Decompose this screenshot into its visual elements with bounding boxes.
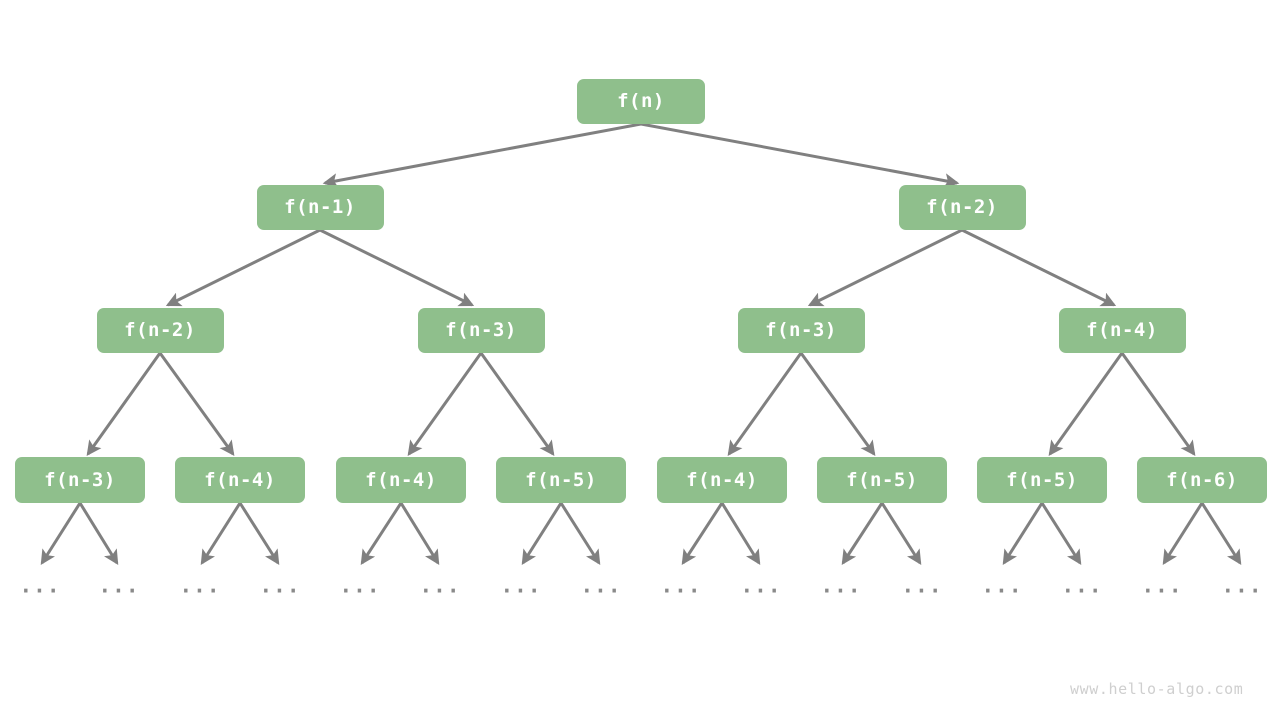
tree-node[interactable]: f(n-4) bbox=[657, 457, 787, 503]
tree-edge bbox=[86, 352, 162, 456]
tree-edge bbox=[399, 502, 440, 566]
tree-edge bbox=[727, 352, 803, 456]
ellipsis-marker: ... bbox=[820, 573, 862, 598]
tree-edge bbox=[720, 502, 761, 566]
tree-edge bbox=[807, 228, 963, 307]
tree-edge bbox=[880, 502, 922, 566]
ellipsis-marker: ... bbox=[580, 573, 622, 598]
tree-node[interactable]: f(n-5) bbox=[817, 457, 947, 503]
tree-node[interactable]: f(n-4) bbox=[175, 457, 305, 503]
ellipsis-marker: ... bbox=[419, 573, 461, 598]
tree-edge bbox=[238, 502, 280, 566]
tree-edge bbox=[319, 228, 475, 307]
tree-edge bbox=[521, 502, 563, 566]
tree-node[interactable]: f(n-2) bbox=[96, 307, 224, 353]
tree-edge bbox=[1048, 352, 1124, 456]
tree-node[interactable]: f(n) bbox=[577, 78, 705, 124]
tree-edge bbox=[559, 502, 601, 566]
ellipsis-marker: ... bbox=[179, 573, 221, 598]
tree-node[interactable]: f(n-3) bbox=[417, 307, 545, 353]
ellipsis-marker: ... bbox=[740, 573, 782, 598]
tree-edge bbox=[640, 122, 960, 189]
ellipsis-marker: ... bbox=[1141, 573, 1183, 598]
tree-node-label: f(n-2) bbox=[926, 196, 998, 218]
tree-edge bbox=[158, 352, 235, 456]
tree-node[interactable]: f(n-6) bbox=[1137, 457, 1267, 503]
tree-node[interactable]: f(n-3) bbox=[15, 457, 145, 503]
tree-node-label: f(n-4) bbox=[204, 469, 276, 491]
tree-edge bbox=[479, 352, 555, 456]
tree-node-label: f(n-2) bbox=[124, 319, 196, 341]
tree-edge bbox=[841, 502, 884, 566]
ellipsis-marker: ... bbox=[19, 573, 61, 598]
tree-node[interactable]: f(n-5) bbox=[977, 457, 1107, 503]
ellipsis-marker: ... bbox=[981, 573, 1023, 598]
tree-edge bbox=[78, 502, 119, 566]
tree-edge bbox=[40, 502, 82, 566]
tree-edge bbox=[681, 502, 724, 566]
tree-edge bbox=[165, 228, 321, 307]
ellipsis-marker: ... bbox=[339, 573, 381, 598]
tree-edge bbox=[1040, 502, 1082, 566]
watermark: www.hello-algo.com bbox=[1070, 680, 1244, 698]
tree-node-label: f(n-3) bbox=[44, 469, 116, 491]
ellipsis-marker: ... bbox=[1221, 573, 1263, 598]
tree-node-label: f(n-1) bbox=[284, 196, 356, 218]
tree-node-label: f(n) bbox=[617, 90, 665, 112]
tree-node[interactable]: f(n-4) bbox=[1058, 307, 1186, 353]
tree-edge bbox=[1002, 502, 1044, 566]
tree-node-label: f(n-5) bbox=[846, 469, 918, 491]
tree-node-label: f(n-5) bbox=[1006, 469, 1078, 491]
tree-node-label: f(n-3) bbox=[445, 319, 517, 341]
ellipsis-marker: ... bbox=[660, 573, 702, 598]
tree-node[interactable]: f(n-1) bbox=[256, 184, 384, 230]
tree-edge bbox=[961, 228, 1117, 307]
tree-node-label: f(n-4) bbox=[1086, 319, 1158, 341]
tree-node-label: f(n-4) bbox=[686, 469, 758, 491]
tree-node-label: f(n-4) bbox=[365, 469, 437, 491]
tree-node[interactable]: f(n-4) bbox=[336, 457, 466, 503]
tree-node-label: f(n-5) bbox=[525, 469, 597, 491]
tree-node-label: f(n-3) bbox=[765, 319, 837, 341]
edges bbox=[40, 122, 1242, 566]
ellipsis-marker: ... bbox=[901, 573, 943, 598]
tree-edge bbox=[322, 122, 642, 189]
tree-node[interactable]: f(n-3) bbox=[737, 307, 865, 353]
tree-edge bbox=[1162, 502, 1204, 566]
tree-node[interactable]: f(n-2) bbox=[898, 184, 1026, 230]
ellipsis-marker: ... bbox=[500, 573, 542, 598]
tree-edge bbox=[200, 502, 242, 566]
tree-edge bbox=[1120, 352, 1196, 456]
ellipsis-marker: ... bbox=[259, 573, 301, 598]
ellipsis-marker: ... bbox=[98, 573, 140, 598]
ellipsis-marker: ... bbox=[1061, 573, 1103, 598]
tree-edge bbox=[799, 352, 876, 456]
tree-node-label: f(n-6) bbox=[1166, 469, 1238, 491]
tree-node[interactable]: f(n-5) bbox=[496, 457, 626, 503]
tree-edge bbox=[407, 352, 483, 456]
tree-edge bbox=[360, 502, 403, 566]
tree-edge bbox=[1200, 502, 1242, 566]
